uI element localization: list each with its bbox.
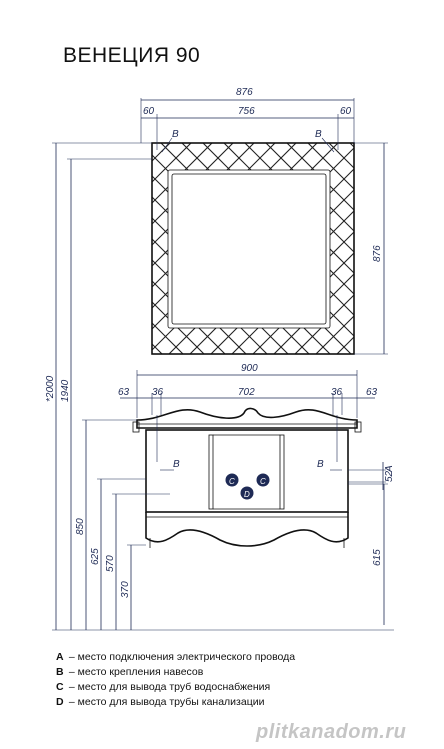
- lattice-line: [140, 0, 370, 121]
- connection-a-dimension: 52 A: [348, 462, 395, 490]
- lattice-line: [152, 143, 354, 258]
- mirror-width-dimension: 876: [140, 87, 355, 143]
- mirror-outer-frame: [151, 142, 355, 355]
- lattice-line: [152, 143, 354, 342]
- cabinet-door-right: [279, 434, 285, 510]
- height-370-label: 370: [120, 581, 131, 598]
- lattice-line: [152, 143, 354, 185]
- marker-c-left: [225, 473, 239, 487]
- mirror-glass: [167, 169, 331, 329]
- lattice-line: [140, 0, 370, 100]
- mirror-mark-b-left: B: [172, 129, 179, 140]
- lattice-line: [152, 143, 354, 311]
- lattice-line: [140, 384, 370, 614]
- watermark: plitkanadom.ru: [256, 721, 407, 743]
- lattice-line: [152, 236, 354, 354]
- cabinet-left-inner-label: 36: [152, 387, 164, 398]
- mirror-height-dimension: 876: [354, 142, 388, 355]
- lattice-line: [152, 163, 354, 354]
- height-625-label: 625: [90, 548, 101, 565]
- lattice-line: [152, 226, 354, 354]
- marker-d-label: D: [244, 490, 250, 499]
- mirror-width-label: 876: [236, 87, 253, 98]
- lattice-line: [152, 215, 354, 354]
- cabinet-inner-width-label: 702: [238, 387, 255, 398]
- cabinet-width-label: 900: [241, 363, 258, 374]
- cabinet-top-dimensions: 900 63 36 702 36 63: [118, 363, 378, 418]
- lattice-line: [152, 143, 354, 227]
- lattice-line: [152, 143, 354, 174]
- lattice-line: [152, 143, 354, 279]
- legend-item-b: B – место крепления навесов: [56, 666, 204, 678]
- marker-d: [240, 486, 254, 500]
- mirror-inner-width-label: 756: [238, 106, 255, 117]
- cabinet-mark-b-right: B: [317, 459, 324, 470]
- cabinet-door-left: [208, 434, 214, 510]
- lattice-line: [152, 143, 354, 216]
- mirror-glass-inner: [171, 173, 327, 325]
- legend: A – место подключения электрического про…: [56, 650, 295, 710]
- legend-item-a: A – место подключения электрического про…: [56, 651, 296, 663]
- lattice-line: [152, 143, 354, 206]
- cabinet-615-label: 615: [372, 549, 383, 566]
- product-title: ВЕНЕЦИЯ 90: [63, 44, 201, 67]
- height-850-label: 850: [75, 518, 86, 535]
- lattice-line: [152, 143, 354, 195]
- lattice-line: [152, 143, 354, 300]
- lattice-line: [140, 0, 370, 131]
- height-2000-label: *2000: [45, 375, 56, 402]
- cabinet-countertop-edge-right: [354, 421, 362, 433]
- lattice-line: [152, 299, 354, 354]
- legend-item-d: D – место для вывода трубы канализации: [56, 696, 265, 708]
- lattice-line: [152, 278, 354, 354]
- cabinet-countertop-edge-left: [132, 421, 140, 433]
- mirror-lattice: [140, 0, 370, 614]
- lattice-line: [152, 289, 354, 354]
- lattice-line: [140, 0, 370, 142]
- lattice-line: [152, 257, 354, 354]
- cabinet-615-dimension: 615: [348, 483, 388, 625]
- cabinet-mark-b-left: B: [173, 459, 180, 470]
- lattice-line: [152, 310, 354, 354]
- lattice-line: [152, 143, 354, 237]
- cabinet-skirt: [145, 512, 349, 547]
- height-570-label: 570: [105, 555, 116, 572]
- cabinet-right-inner-label: 36: [331, 387, 343, 398]
- lattice-line: [140, 374, 370, 604]
- connection-a-letter: A: [384, 465, 395, 473]
- mirror: [140, 0, 370, 614]
- cabinet-pipe-markers: C C D: [225, 473, 270, 500]
- cabinet-left-outer-label: 63: [118, 387, 130, 398]
- mirror-left-offset-label: 60: [143, 106, 155, 117]
- lattice-line: [152, 143, 354, 354]
- lattice-line: [152, 341, 354, 354]
- lattice-line: [152, 143, 354, 269]
- lattice-line: [152, 184, 354, 354]
- cabinet: [132, 407, 362, 548]
- cabinet-body: [145, 429, 349, 513]
- marker-c-right-label: C: [260, 477, 266, 486]
- lattice-line: [152, 143, 354, 248]
- lattice-line: [152, 320, 354, 354]
- lattice-line: [152, 152, 354, 354]
- legend-item-c: C – место для вывода труб водоснабжения: [56, 681, 271, 693]
- mirror-mark-b-right: B: [315, 129, 322, 140]
- mirror-height-label: 876: [372, 245, 383, 262]
- cabinet-countertop: [136, 407, 358, 429]
- mirror-right-offset-label: 60: [340, 106, 352, 117]
- lattice-line: [140, 0, 370, 110]
- vertical-dimensions: *2000 1940 850 625 570 370: [45, 142, 394, 631]
- lattice-line: [152, 143, 354, 321]
- lattice-line: [152, 143, 354, 354]
- mirror-segment-dimensions: 60 756 60: [141, 106, 354, 150]
- marker-c-left-label: C: [229, 477, 235, 486]
- connection-a-height-label: 52: [384, 470, 395, 482]
- marker-c-right: [256, 473, 270, 487]
- height-1940-label: 1940: [60, 379, 71, 402]
- cabinet-right-outer-label: 63: [366, 387, 378, 398]
- lattice-line: [152, 143, 354, 353]
- lattice-line: [152, 205, 354, 354]
